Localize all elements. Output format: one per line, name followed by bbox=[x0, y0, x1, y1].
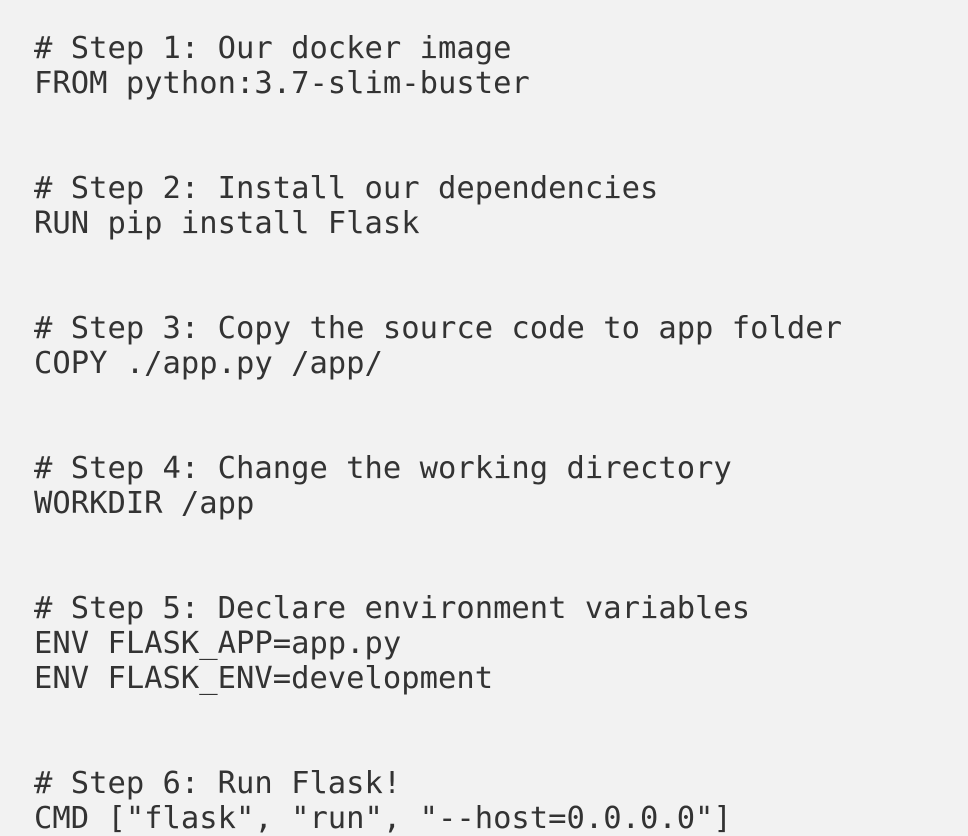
code-line: COPY ./app.py /app/ bbox=[34, 346, 383, 381]
code-line-blank bbox=[34, 241, 968, 276]
code-line: # Step 2: Install our dependencies bbox=[34, 171, 659, 206]
code-line: # Step 1: Our docker image bbox=[34, 31, 512, 66]
code-line: # Step 5: Declare environment variables bbox=[34, 591, 751, 626]
code-line-blank bbox=[34, 381, 968, 416]
code-line-blank bbox=[34, 416, 968, 451]
code-line: RUN pip install Flask bbox=[34, 206, 420, 241]
code-line-blank bbox=[34, 101, 968, 136]
code-line: # Step 6: Run Flask! bbox=[34, 766, 402, 801]
code-line: ENV FLASK_ENV=development bbox=[34, 661, 494, 696]
code-line: FROM python:3.7-slim-buster bbox=[34, 66, 530, 101]
code-line: ENV FLASK_APP=app.py bbox=[34, 626, 402, 661]
code-line: CMD ["flask", "run", "--host=0.0.0.0"] bbox=[34, 801, 732, 836]
code-line-blank bbox=[34, 276, 968, 311]
code-line-blank bbox=[34, 731, 968, 766]
code-line-blank bbox=[34, 696, 968, 731]
code-line-blank bbox=[34, 556, 968, 591]
code-line-blank bbox=[34, 521, 968, 556]
code-line: # Step 3: Copy the source code to app fo… bbox=[34, 311, 842, 346]
code-line-blank bbox=[34, 136, 968, 171]
code-line: # Step 4: Change the working directory bbox=[34, 451, 732, 486]
code-line: WORKDIR /app bbox=[34, 486, 255, 521]
